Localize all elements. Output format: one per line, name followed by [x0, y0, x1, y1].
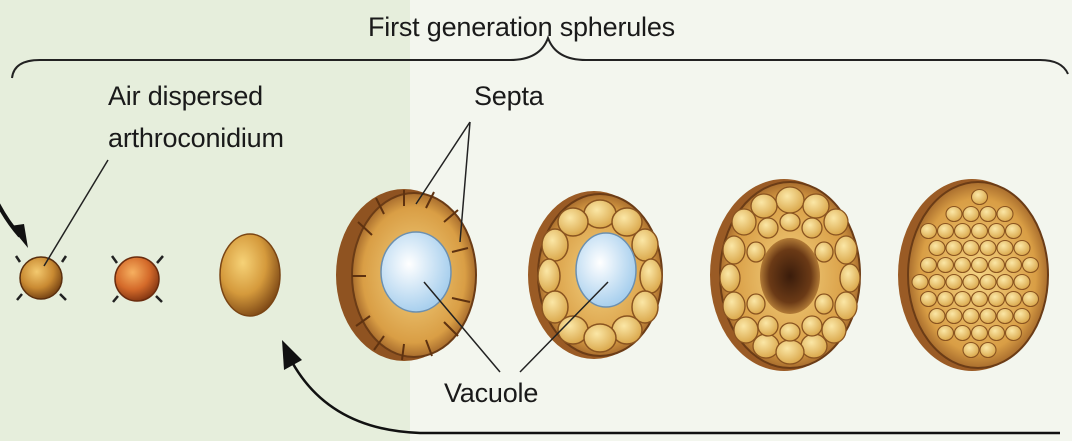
dark-core: [760, 238, 820, 314]
endospore: [955, 258, 971, 273]
endospore: [946, 275, 962, 290]
endospore: [980, 309, 996, 324]
endospore: [955, 326, 971, 341]
endospore: [929, 275, 945, 290]
endospore: [963, 207, 979, 222]
spherule-enlarging: [220, 234, 280, 316]
spherule-endospores-forming: [710, 179, 860, 371]
endospore: [963, 343, 979, 358]
endospore: [938, 292, 954, 307]
endospore: [997, 275, 1013, 290]
title-label: First generation spherules: [368, 11, 675, 44]
vacuole-2: [576, 233, 636, 307]
endospore: [946, 309, 962, 324]
endospore: [972, 258, 988, 273]
endospore: [1006, 326, 1022, 341]
arrow-in-icon: [0, 200, 28, 248]
endospore: [980, 207, 996, 222]
endospore: [938, 258, 954, 273]
arthroconidium-pointer: [44, 160, 108, 266]
endospore: [1006, 258, 1022, 273]
endospore: [955, 292, 971, 307]
endospore: [1014, 275, 1030, 290]
vacuole-1: [381, 232, 451, 312]
arthroconidium-small-1: [16, 256, 66, 300]
endospore: [938, 326, 954, 341]
endospore: [963, 309, 979, 324]
endospore: [972, 190, 988, 205]
endospore: [997, 309, 1013, 324]
endospore: [921, 258, 937, 273]
arthroconidium-label-line2: arthroconidium: [108, 122, 284, 155]
endospore: [1023, 258, 1039, 273]
endospore: [921, 224, 937, 239]
endospore: [1014, 241, 1030, 256]
endospore: [1014, 309, 1030, 324]
septa-label: Septa: [474, 80, 544, 113]
endospore: [946, 207, 962, 222]
endospore: [989, 224, 1005, 239]
endospore: [972, 292, 988, 307]
vacuole-label: Vacuole: [444, 377, 538, 410]
endospore: [980, 275, 996, 290]
endospore: [989, 292, 1005, 307]
endospore: [980, 343, 996, 358]
spherule-septa-forming: [336, 189, 476, 361]
endospore: [972, 224, 988, 239]
endospore: [955, 224, 971, 239]
pointer-lines: [44, 122, 608, 372]
endospore: [963, 275, 979, 290]
endospore: [929, 309, 945, 324]
arthroconidium-label-line1: Air dispersed: [108, 80, 263, 113]
septa-pointer-2: [460, 122, 470, 242]
endospore: [972, 326, 988, 341]
endospore: [989, 258, 1005, 273]
endospore: [1023, 292, 1039, 307]
endospore: [997, 207, 1013, 222]
endospore: [929, 241, 945, 256]
arthroconidium-small-2: [112, 256, 163, 302]
spherule-segmented: [528, 191, 662, 359]
endospore: [921, 292, 937, 307]
endospore: [938, 224, 954, 239]
endospore: [912, 275, 928, 290]
generation-bracket: [12, 38, 1068, 78]
endospore: [997, 241, 1013, 256]
endospore: [989, 326, 1005, 341]
endospore: [946, 241, 962, 256]
endospore: [1006, 224, 1022, 239]
septa-pointer-1: [416, 122, 470, 204]
spherule-mature-endospores: [898, 179, 1048, 371]
endospore: [1006, 292, 1022, 307]
endospore: [980, 241, 996, 256]
endospore: [963, 241, 979, 256]
